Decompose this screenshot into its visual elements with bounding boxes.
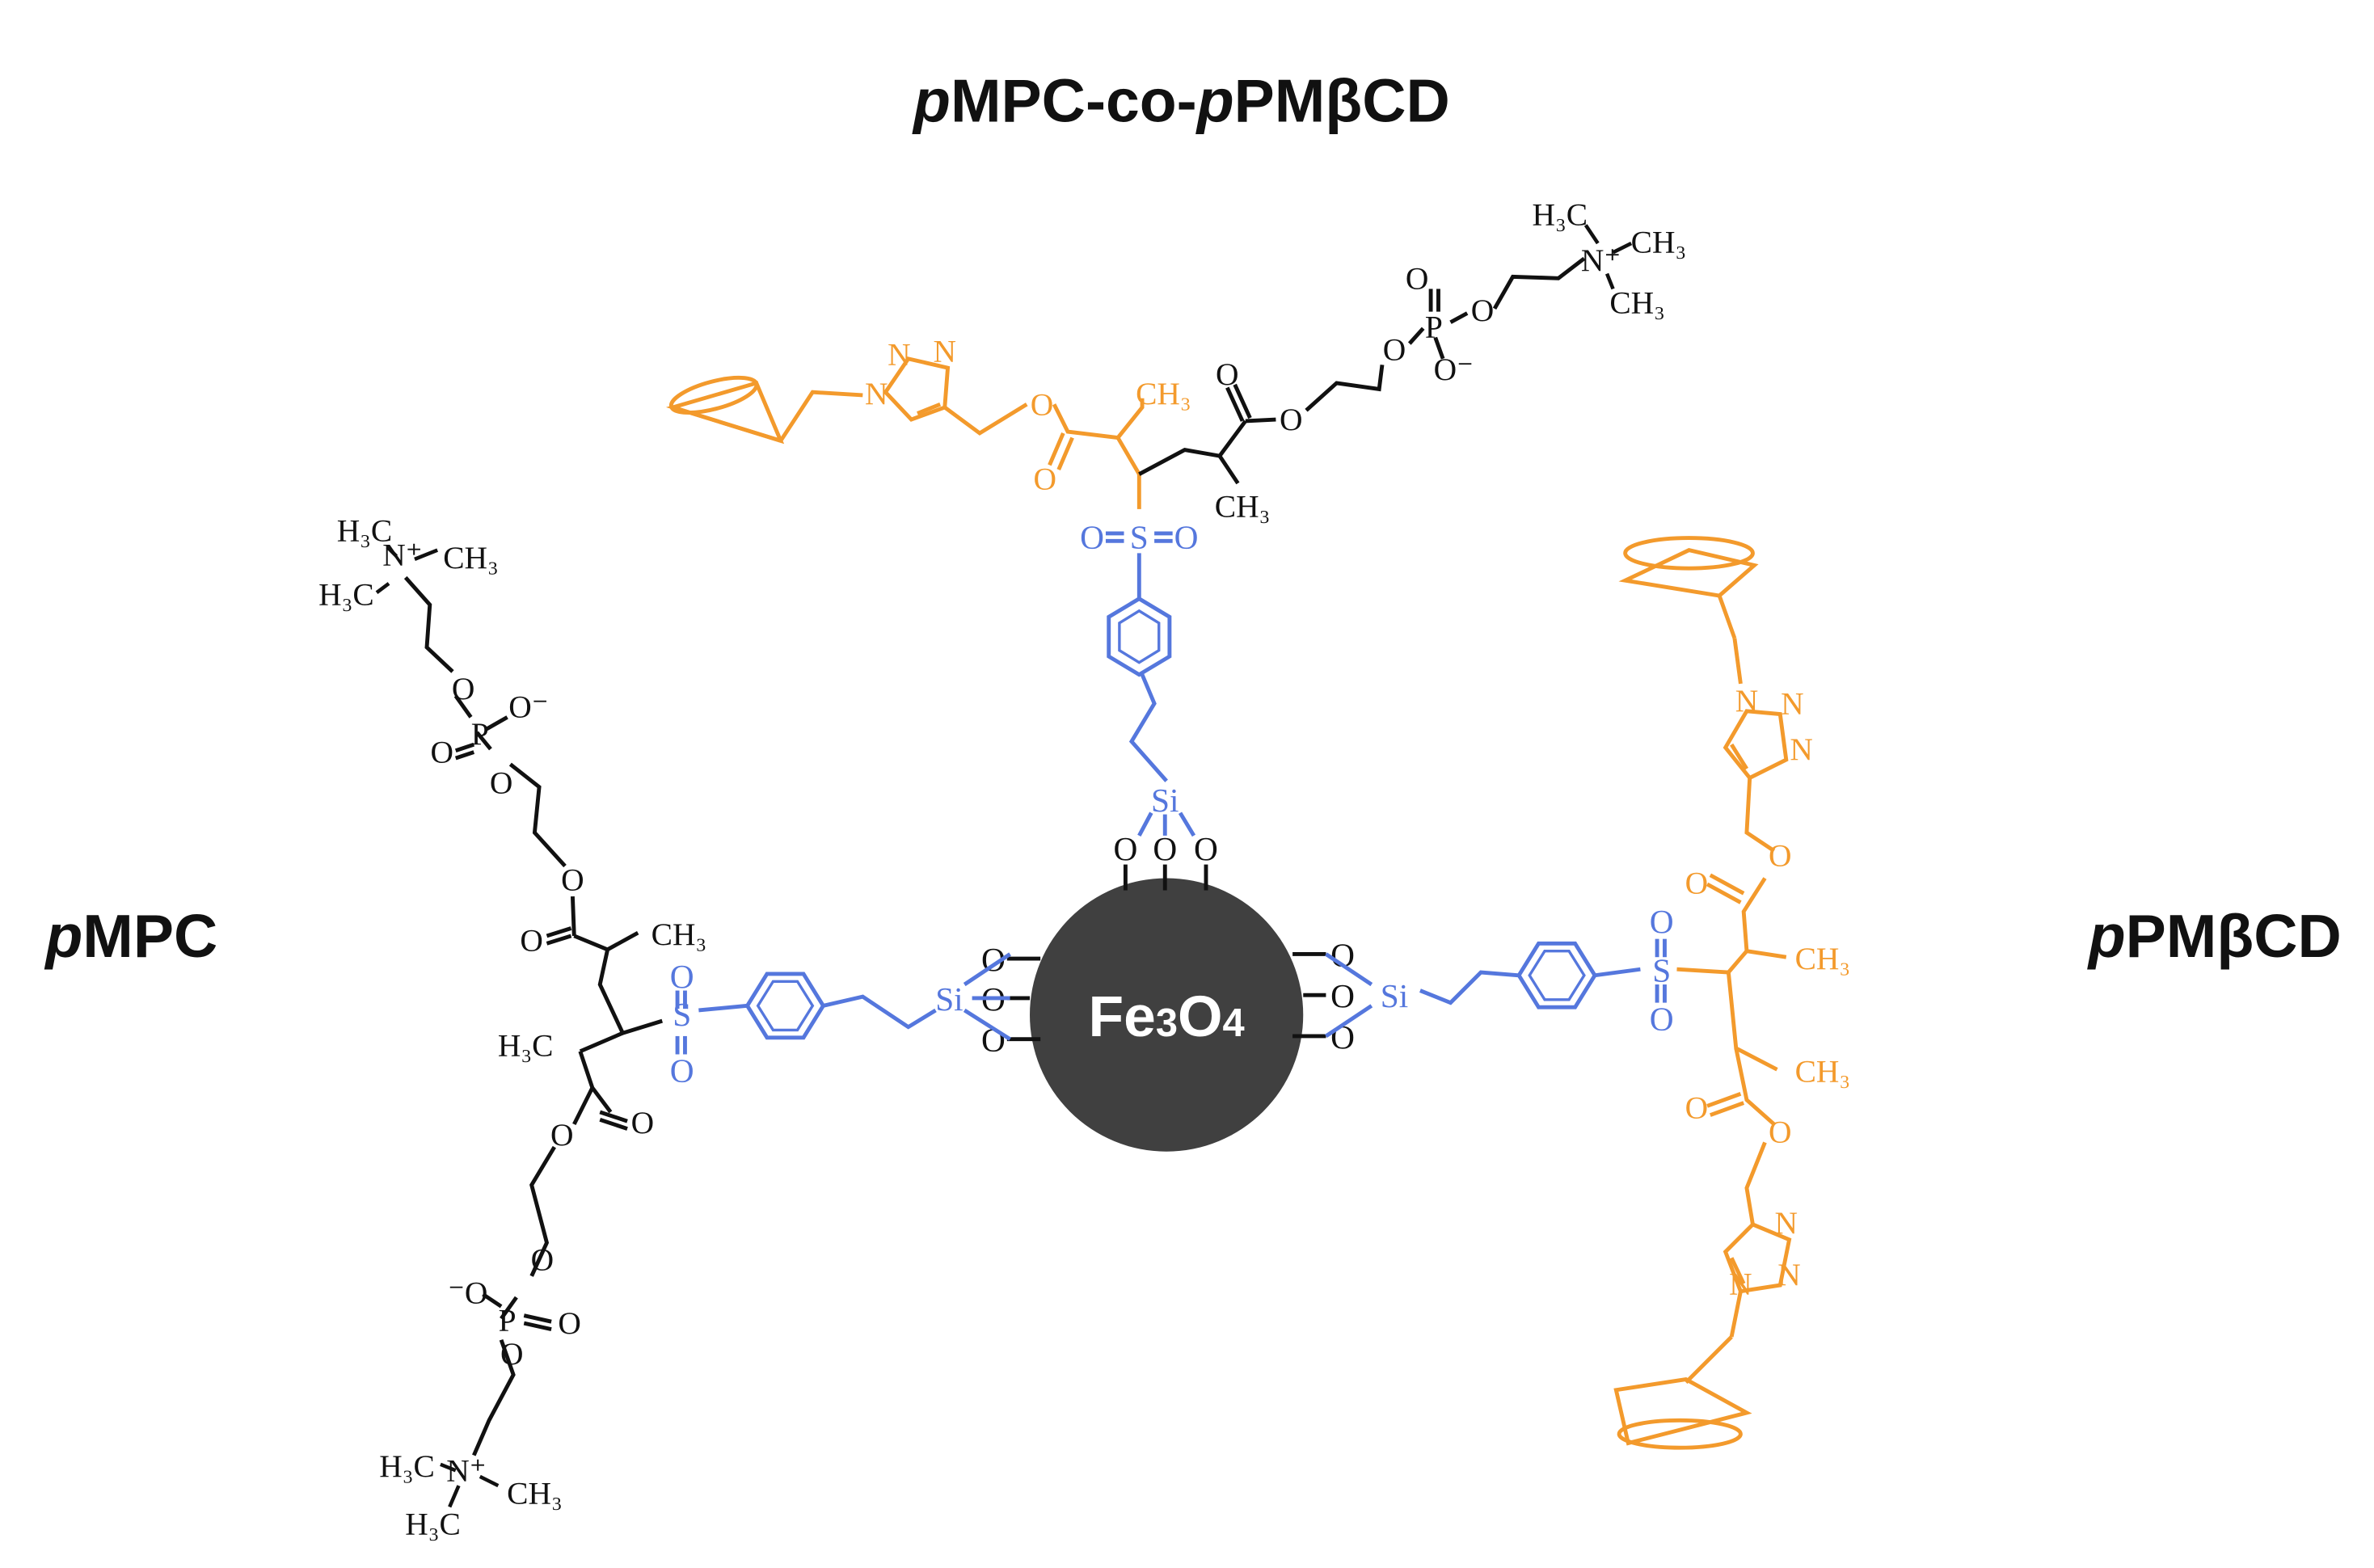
svg-text:CH₃: CH₃: [1795, 1053, 1851, 1089]
si-atom-top: Si: [1151, 782, 1179, 819]
svg-text:O: O: [452, 671, 474, 706]
fe3o4-core: Fe3O4: [1030, 878, 1304, 1152]
svg-text:O: O: [1650, 903, 1674, 940]
svg-text:H₃C: H₃C: [379, 1448, 435, 1484]
svg-text:P: P: [1425, 310, 1443, 345]
svg-text:CH₃: CH₃: [443, 540, 499, 575]
svg-text:H₃C: H₃C: [1533, 196, 1588, 232]
svg-text:⁻O: ⁻O: [448, 1275, 487, 1311]
svg-text:CH₃: CH₃: [651, 917, 707, 952]
svg-text:O: O: [670, 958, 694, 995]
svg-text:O: O: [1471, 293, 1495, 328]
silane-linkers: [675, 531, 1667, 1055]
svg-text:O: O: [1153, 830, 1177, 867]
svg-text:H₃C: H₃C: [318, 576, 374, 612]
svg-text:N: N: [1790, 731, 1813, 767]
core-oxygen-bonds: [1006, 864, 1326, 1042]
svg-text:O: O: [500, 1336, 524, 1372]
svg-text:N: N: [1777, 1257, 1801, 1292]
svg-text:O: O: [1383, 332, 1406, 368]
svg-text:H₃C: H₃C: [498, 1027, 554, 1063]
svg-text:O: O: [1174, 519, 1199, 556]
top-mpc-unit: [1138, 256, 1586, 485]
svg-text:P: P: [499, 1302, 517, 1338]
svg-text:O: O: [1769, 1114, 1792, 1149]
svg-text:CH₃: CH₃: [1631, 224, 1687, 259]
svg-text:N: N: [1729, 1266, 1752, 1301]
label-ppmbcd: pPMβCD: [2087, 902, 2342, 970]
svg-text:O: O: [561, 862, 584, 898]
svg-text:O: O: [531, 1241, 554, 1277]
svg-text:P: P: [471, 716, 489, 752]
svg-text:O: O: [1650, 1000, 1674, 1037]
svg-text:O: O: [1216, 356, 1238, 392]
si-atom-left: Si: [935, 980, 963, 1018]
core-label: Fe3O4: [1089, 984, 1245, 1049]
svg-text:O⁻: O⁻: [508, 689, 548, 724]
svg-text:N: N: [1735, 683, 1759, 719]
svg-text:O: O: [550, 1117, 573, 1153]
svg-text:O: O: [1194, 830, 1218, 867]
svg-text:O: O: [1685, 1090, 1709, 1125]
svg-text:N⁺: N⁺: [382, 537, 422, 572]
svg-text:O: O: [1406, 260, 1429, 296]
svg-text:CH₃: CH₃: [1136, 376, 1191, 411]
svg-text:N: N: [934, 334, 957, 369]
svg-text:CH₃: CH₃: [1609, 285, 1665, 320]
svg-text:H₃C: H₃C: [337, 512, 393, 548]
svg-text:O: O: [1330, 977, 1355, 1014]
svg-text:O: O: [1034, 461, 1057, 496]
right-ppmbcd-chain: [1613, 536, 1792, 1450]
label-pmpc: pMPC: [44, 902, 217, 970]
svg-text:O: O: [520, 923, 543, 959]
svg-text:N: N: [888, 336, 911, 372]
sulfone-left: S: [673, 996, 691, 1033]
svg-text:O: O: [670, 1052, 694, 1089]
svg-text:O: O: [558, 1305, 580, 1341]
svg-text:O: O: [1113, 830, 1137, 867]
sulfone-right: S: [1652, 951, 1671, 988]
sulfone-top: S: [1130, 519, 1149, 556]
svg-text:CH₃: CH₃: [507, 1476, 563, 1511]
svg-text:O: O: [1280, 402, 1303, 437]
svg-text:O⁻: O⁻: [1434, 352, 1474, 387]
svg-text:O: O: [431, 735, 454, 770]
si-atom-right: Si: [1381, 977, 1408, 1014]
svg-text:O: O: [1080, 519, 1104, 556]
cyclodextrin-icon-right-bottom: [1613, 1377, 1752, 1446]
svg-text:N: N: [1781, 686, 1803, 722]
svg-text:O: O: [490, 765, 512, 800]
svg-text:O: O: [1031, 386, 1054, 422]
cyclodextrin-icon-right-top: [1618, 548, 1759, 598]
svg-text:O: O: [631, 1105, 655, 1140]
core-circle: [1030, 878, 1304, 1152]
svg-text:CH₃: CH₃: [1795, 941, 1851, 976]
svg-text:N: N: [1775, 1205, 1798, 1241]
svg-text:O: O: [1330, 936, 1355, 973]
svg-text:CH₃: CH₃: [1215, 488, 1271, 524]
left-pmpc-chain: [403, 575, 663, 1456]
svg-text:H₃C: H₃C: [405, 1506, 461, 1541]
svg-text:N⁺: N⁺: [1581, 242, 1621, 278]
svg-text:O: O: [1685, 865, 1709, 900]
label-pmpc-co-ppmbcd: pMPC-co-pPMβCD: [912, 67, 1450, 135]
svg-text:O: O: [1769, 837, 1792, 873]
svg-text:N: N: [865, 376, 888, 411]
top-pmbcd-unit: [665, 356, 1145, 509]
linker-atoms: Si Si Si S O O S O O S O O: [670, 519, 1674, 1090]
